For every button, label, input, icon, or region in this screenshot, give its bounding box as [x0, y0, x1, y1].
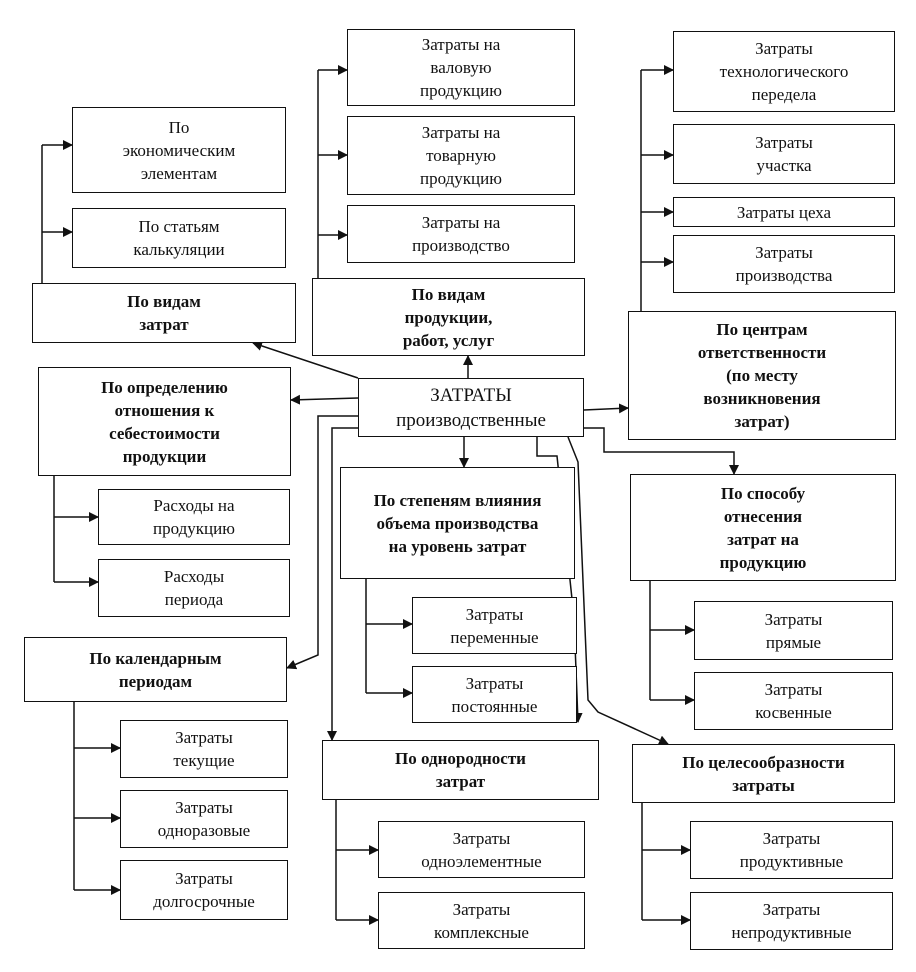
item-single-element-costs: Затраты одноэлементные	[378, 821, 585, 878]
center-node-production-costs: ЗАТРАТЫ производственные	[358, 378, 584, 437]
category-by-calendar-periods: По календарным периодам	[24, 637, 287, 702]
item-long-term-costs: Затраты долгосрочные	[120, 860, 288, 920]
category-by-expediency: По целесообразности затраты	[632, 744, 895, 803]
item-marketable-output-costs: Затраты на товарную продукцию	[347, 116, 575, 195]
link-to-expediency	[567, 436, 669, 745]
category-by-responsibility-centers: По центрам ответственности (по месту воз…	[628, 311, 896, 440]
item-gross-output-costs: Затраты на валовую продукцию	[347, 29, 575, 106]
link-to-calendar	[286, 415, 358, 670]
item-one-time-costs: Затраты одноразовые	[120, 790, 288, 848]
item-tech-stage-costs: Затраты технологического передела	[673, 31, 895, 112]
item-current-costs: Затраты текущие	[120, 720, 288, 778]
category-by-cost-types: По видам затрат	[32, 283, 296, 343]
item-calculation-items: По статьям калькуляции	[72, 208, 286, 268]
link-to-cost-relation	[290, 394, 359, 405]
link-to-homogeneity	[327, 427, 358, 741]
category-by-cost-relation: По определению отношения к себестоимости…	[38, 367, 291, 476]
item-indirect-costs: Затраты косвенные	[694, 672, 893, 730]
category-by-allocation-method: По способу отнесения затрат на продукцию	[630, 474, 896, 581]
item-productive-costs: Затраты продуктивные	[690, 821, 893, 879]
category-by-volume-influence: По степеням влияния объема производства …	[340, 467, 575, 579]
item-fixed-costs: Затраты постоянные	[412, 666, 577, 723]
link-to-responsibility	[583, 403, 629, 414]
link-to-econ-types	[252, 341, 359, 379]
item-workshop-costs: Затраты цеха	[673, 197, 895, 227]
item-variable-costs: Затраты переменные	[412, 597, 577, 654]
category-by-homogeneity: По однородности затрат	[322, 740, 599, 800]
link-to-allocation	[584, 427, 739, 475]
category-by-production-types: По видам продукции, работ, услуг	[312, 278, 585, 356]
item-production-costs: Затраты на производство	[347, 205, 575, 263]
item-section-costs: Затраты участка	[673, 124, 895, 184]
item-product-expenses: Расходы на продукцию	[98, 489, 290, 545]
item-period-expenses: Расходы периода	[98, 559, 290, 617]
item-economic-elements: По экономическим элементам	[72, 107, 286, 193]
item-complex-costs: Затраты комплексные	[378, 892, 585, 949]
item-plant-costs: Затраты производства	[673, 235, 895, 293]
item-unproductive-costs: Затраты непродуктивные	[690, 892, 893, 950]
item-direct-costs: Затраты прямые	[694, 601, 893, 660]
